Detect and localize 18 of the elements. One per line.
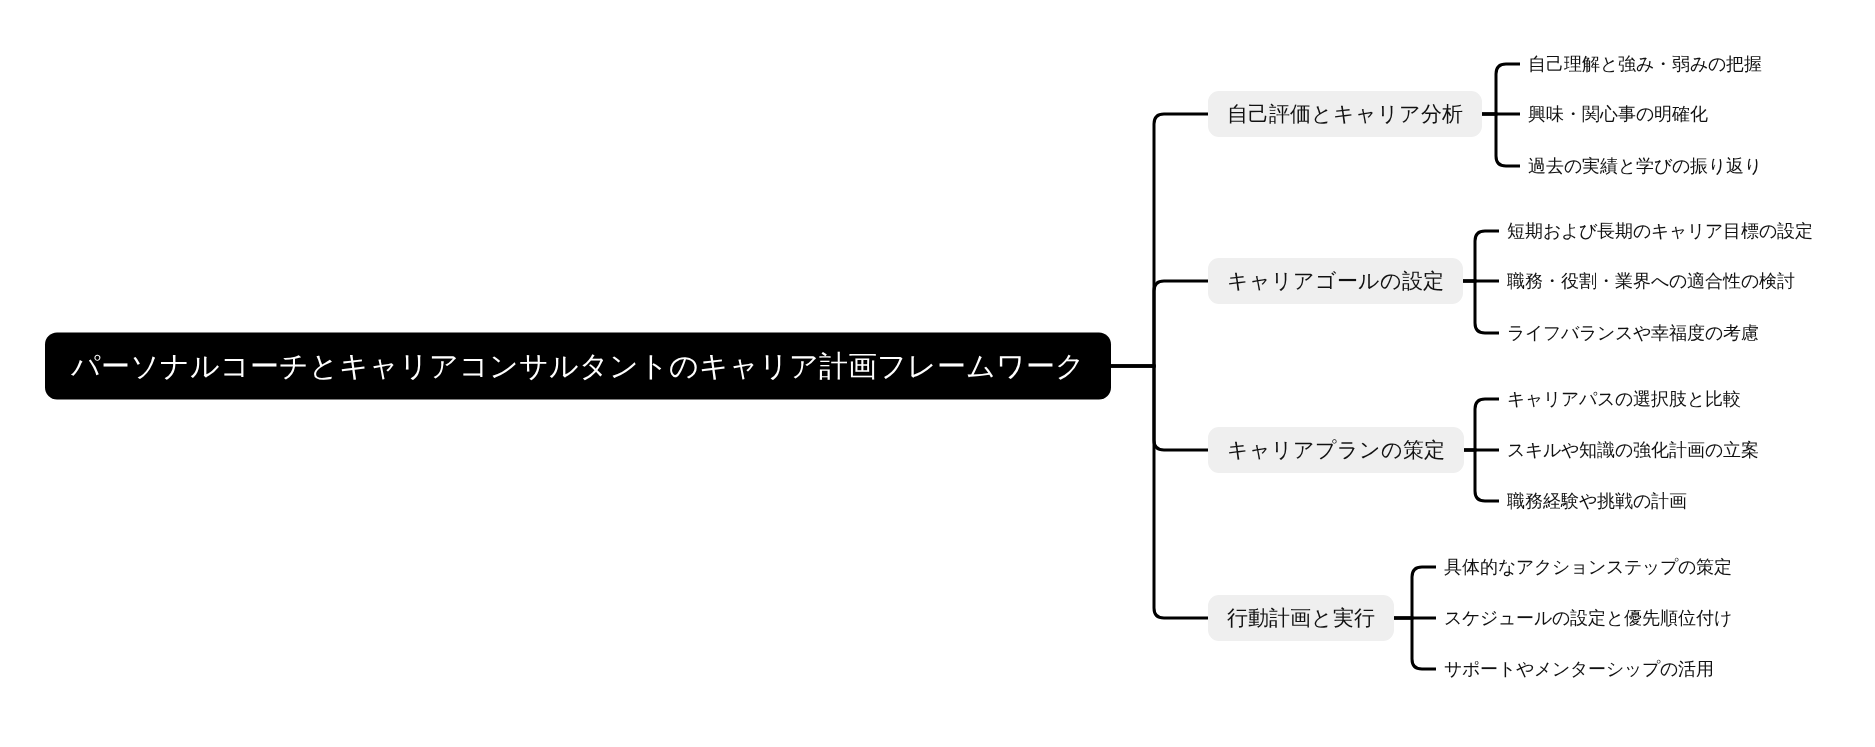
branch-text: 短期および長期のキャリア目標の設定 [1499,220,1813,242]
topic-box: パーソナルコーチとキャリアコンサルタントのキャリア計画フレームワーク [45,332,1111,400]
branch-text: スキルや知識の強化計画の立案 [1499,439,1759,461]
branch-text: 自己理解と強み・弱みの把握 [1520,53,1762,75]
branch-text: 興味・関心事の明確化 [1520,103,1708,125]
branch-text: 職務・役割・業界への適合性の検討 [1499,270,1795,292]
subtopic-box: 行動計画と実行 [1208,595,1394,641]
branch-text: 具体的なアクションステップの策定 [1436,556,1732,578]
branch-text: キャリアパスの選択肢と比較 [1499,388,1741,410]
branch-text: 過去の実績と学びの振り返り [1520,155,1762,177]
subtopic-box: キャリアプランの策定 [1208,427,1464,473]
connector-line [1111,364,1208,620]
branch-text: サポートやメンターシップの活用 [1436,658,1714,680]
subtopic-box: キャリアゴールの設定 [1208,258,1463,304]
subtopic-box: 自己評価とキャリア分析 [1208,91,1482,137]
branch-text: ライフバランスや幸福度の考慮 [1499,322,1759,344]
branch-text: スケジュールの設定と優先順位付け [1436,607,1732,629]
branch-text: 職務経験や挑戦の計画 [1499,490,1687,512]
